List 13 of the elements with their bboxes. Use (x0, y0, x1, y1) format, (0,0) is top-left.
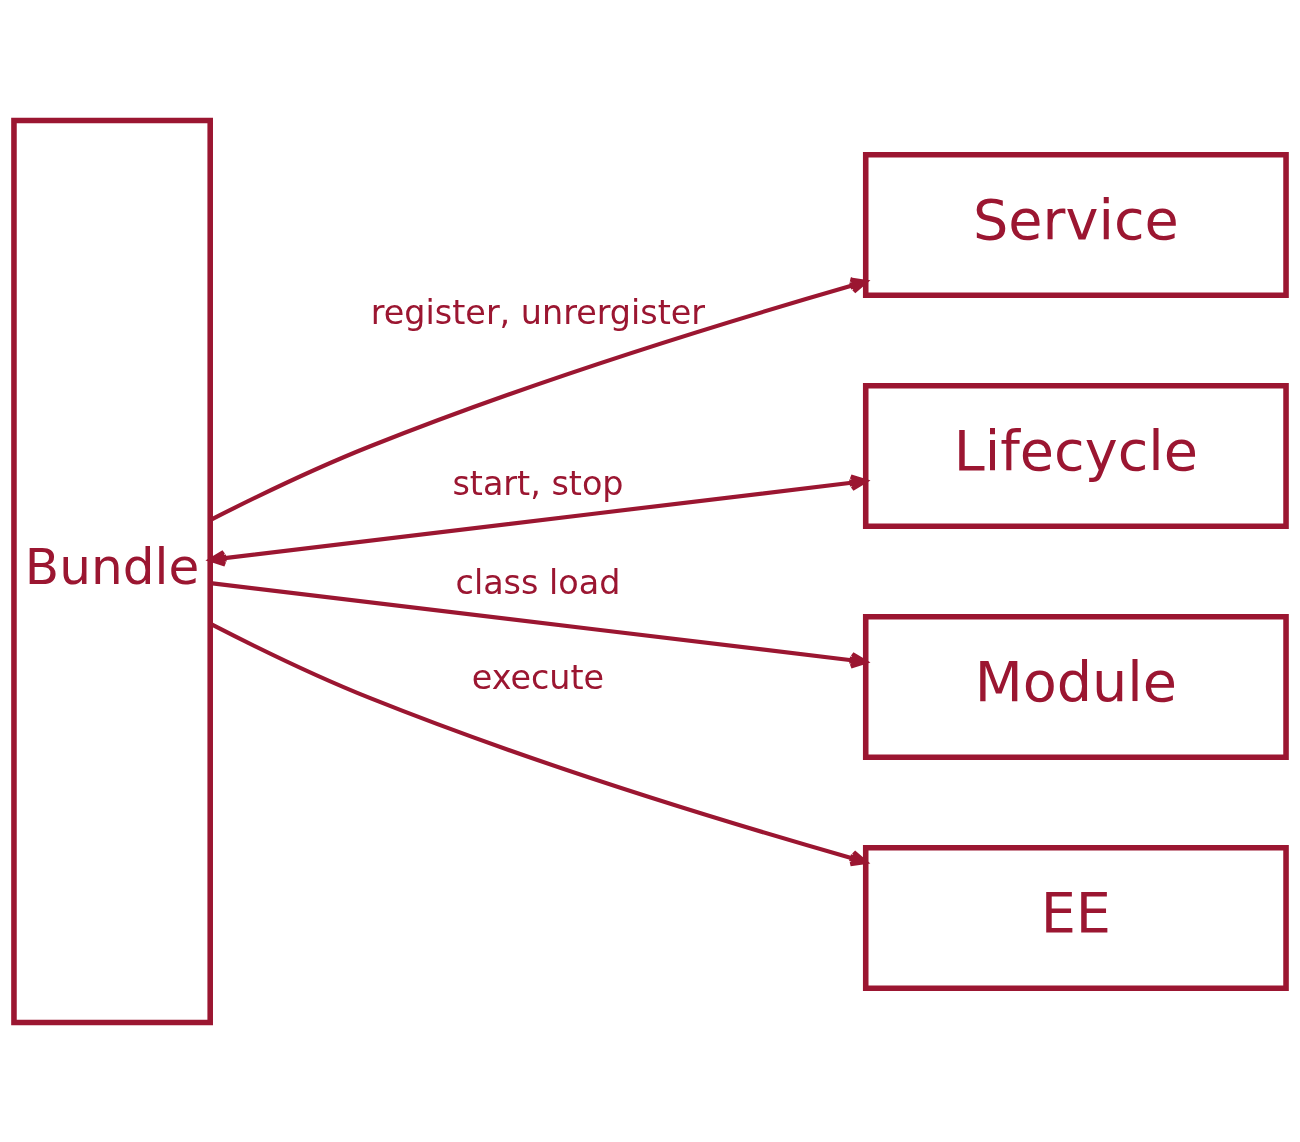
arrow (209, 621, 868, 866)
node-box: Module (862, 613, 1289, 760)
arrow (210, 580, 868, 669)
node-box: EE (862, 844, 1289, 991)
edge-label: execute (471, 657, 605, 697)
edge-label: class load (455, 562, 621, 602)
node-box: Bundle (11, 117, 213, 1025)
edge-label: register, unrergister (370, 292, 706, 332)
edge-label: start, stop (452, 463, 624, 503)
node-box: Service (862, 151, 1289, 298)
arrow (209, 276, 868, 522)
node-box: Lifecycle (862, 382, 1289, 529)
arrow (208, 473, 868, 566)
